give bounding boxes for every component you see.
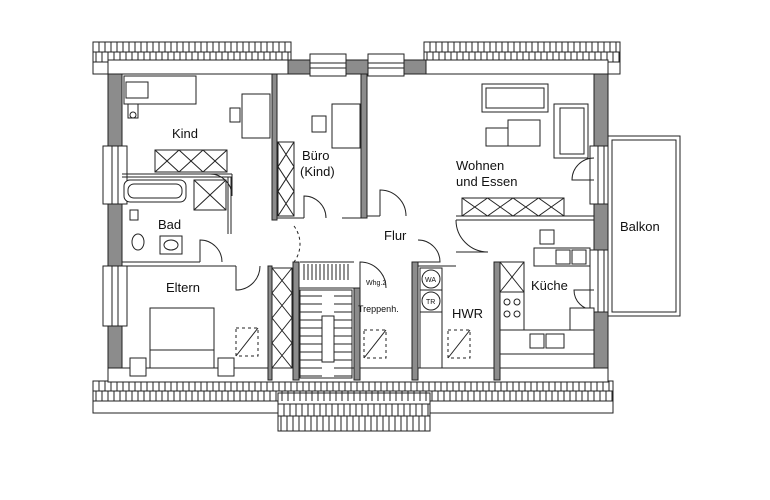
roof-tile-lines	[92, 42, 620, 431]
window-top-wohnen	[367, 53, 405, 77]
doors	[199, 157, 595, 311]
window-right-wohnen	[589, 145, 613, 205]
cabinet-cross	[461, 197, 488, 217]
eltern-furniture	[129, 267, 293, 377]
skylight-diagonal	[363, 329, 387, 359]
label-wohnen-line1: Wohnen	[456, 158, 504, 173]
label-wohnung: Whg.2	[366, 280, 386, 287]
label-dryer: TR	[426, 299, 435, 306]
label-kind: Kind	[172, 126, 198, 141]
wohnen-furniture	[461, 83, 589, 217]
label-wohnen-line2: und Essen	[456, 174, 517, 189]
label-hwr: HWR	[452, 306, 483, 321]
skylight-diagonal	[447, 329, 471, 359]
buero-furniture	[277, 103, 361, 217]
skylight-diagonal	[235, 327, 259, 357]
window-left-eltern	[102, 265, 128, 327]
skylight	[235, 327, 259, 357]
cabinet-cross	[277, 166, 295, 192]
cabinet-cross	[154, 149, 180, 173]
bad-furniture	[123, 179, 227, 255]
cabinet-cross	[487, 197, 514, 217]
cabinet-cross	[202, 149, 228, 173]
label-kueche: Küche	[531, 278, 568, 293]
window-top-buero	[309, 53, 347, 77]
label-washer: WA	[425, 277, 436, 284]
label-treppenhaus: Treppenh.	[358, 304, 399, 314]
kind-furniture	[123, 75, 271, 173]
cabinet-cross	[271, 267, 293, 294]
label-buero-line2: (Kind)	[300, 164, 335, 179]
cabinet-cross	[271, 292, 293, 319]
label-bad: Bad	[158, 217, 181, 232]
label-flur: Flur	[384, 228, 407, 243]
cabinet-cross	[271, 342, 293, 369]
label-buero-line1: Büro	[302, 148, 329, 163]
cabinet-cross	[178, 149, 204, 173]
cabinet-cross	[512, 197, 539, 217]
skylight	[447, 329, 471, 359]
balcony	[607, 135, 681, 317]
cabinet-cross	[271, 317, 293, 344]
cabinet-cross	[538, 197, 565, 217]
label-eltern: Eltern	[166, 280, 200, 295]
staircase	[299, 261, 354, 379]
window-left-kind	[102, 145, 128, 205]
kueche-furniture	[499, 229, 595, 355]
hwr-furniture	[419, 267, 443, 369]
skylight	[363, 329, 387, 359]
cabinet-cross	[277, 191, 295, 217]
cabinet-cross	[277, 141, 295, 167]
skylight-markers	[235, 327, 471, 359]
label-balkon: Balkon	[620, 219, 660, 234]
